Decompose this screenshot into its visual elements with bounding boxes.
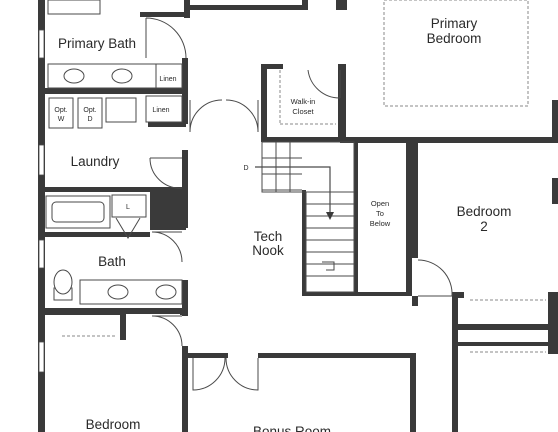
- label-linen-primary-bath: Linen: [159, 76, 176, 83]
- fixture-labels: Linen Linen Opt. W Opt. D L D: [54, 76, 248, 211]
- fixtures: [45, 0, 546, 353]
- sink-icon: [107, 284, 129, 300]
- room-label-primary-bedroom-2: Bedroom: [427, 31, 482, 46]
- label-opt-d-1: Opt.: [83, 107, 96, 114]
- room-label-tech-nook-2: Nook: [252, 243, 284, 258]
- room-label-bedroom-2-line1: Bedroom: [457, 204, 512, 219]
- doors: [115, 17, 453, 391]
- sink-icon: [63, 68, 85, 84]
- label-linen-l: L: [126, 204, 130, 211]
- room-label-bedroom: Bedroom: [86, 417, 141, 432]
- label-opt-d-2: D: [87, 116, 92, 123]
- sink-icon: [155, 284, 177, 300]
- room-label-tech-nook-1: Tech: [254, 229, 283, 244]
- walls: [38, 0, 558, 432]
- room-labels: Primary Bedroom Primary Bath Laundry Bat…: [58, 16, 511, 432]
- room-label-laundry: Laundry: [71, 154, 120, 169]
- room-label-bath: Bath: [98, 254, 126, 269]
- room-label-walk-in-1: Walk-in: [291, 97, 316, 106]
- room-label-primary-bedroom-1: Primary: [431, 16, 478, 31]
- room-label-walk-in-2: Closet: [292, 107, 314, 116]
- dryer-icon: [77, 97, 103, 129]
- label-open-to-below-1: Open: [371, 199, 389, 208]
- label-stair-down: D: [243, 165, 248, 172]
- washer-icon: [48, 97, 74, 129]
- room-label-primary-bath: Primary Bath: [58, 36, 136, 51]
- utility-sink-icon: [105, 97, 137, 123]
- label-opt-w-1: Opt.: [54, 107, 67, 114]
- sink-icon: [111, 68, 133, 84]
- room-label-bedroom-2-line2: 2: [480, 219, 488, 234]
- label-open-to-below-2: To: [376, 209, 384, 218]
- label-open-to-below-3: Below: [370, 219, 391, 228]
- label-linen-laundry: Linen: [152, 107, 169, 114]
- stairs: [255, 141, 355, 293]
- label-opt-w-2: W: [58, 116, 65, 123]
- room-label-bonus-room: Bonus Room: [253, 424, 331, 432]
